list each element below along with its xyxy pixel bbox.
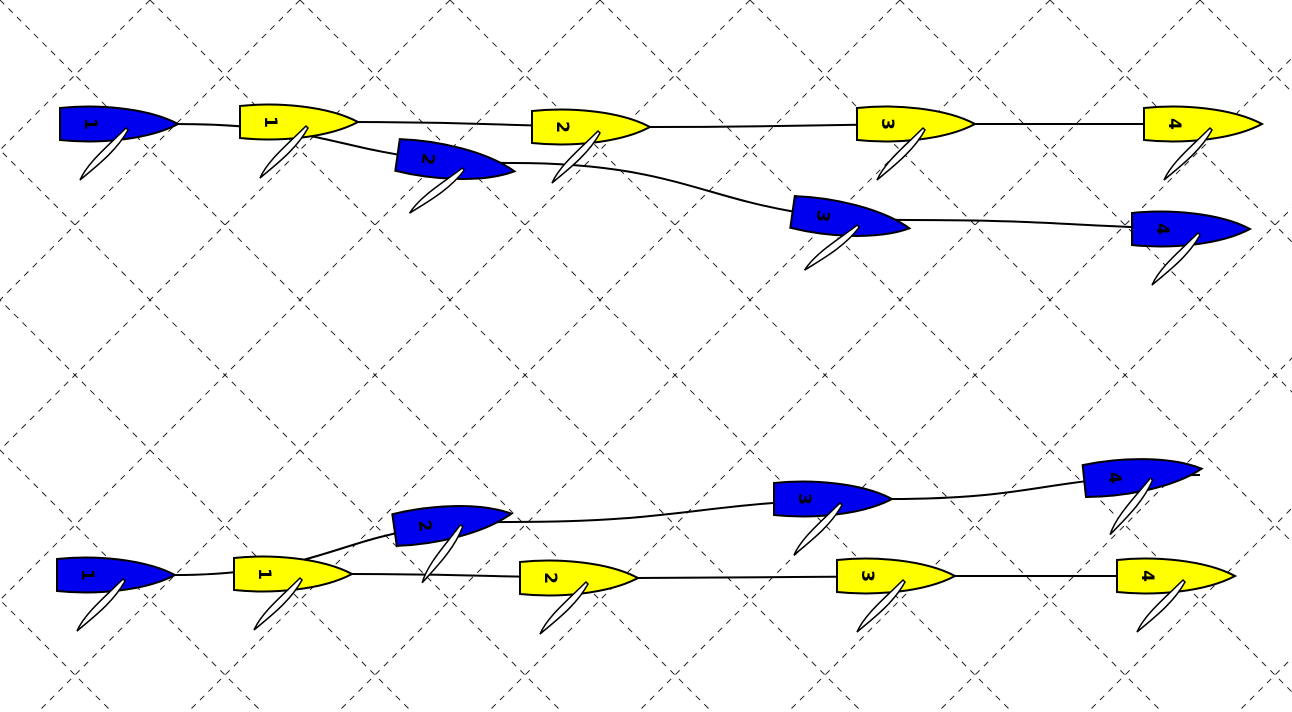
boat-hull	[773, 480, 895, 518]
boat-number: 4	[1152, 223, 1172, 235]
yellow-boat-3: 3	[856, 105, 978, 181]
yellow-boat-1: 1	[239, 103, 361, 179]
boat-number: 3	[877, 118, 897, 130]
grid-line	[0, 299, 413, 712]
boat-sail	[539, 580, 589, 635]
boat-hull	[519, 559, 641, 597]
boat-number: 2	[552, 121, 572, 133]
boat-hull	[789, 195, 912, 237]
boat-number: 2	[540, 572, 560, 584]
boat-hull	[856, 105, 978, 143]
boat-hull	[1081, 458, 1204, 498]
boat-sail	[408, 167, 466, 214]
boat-hull	[1131, 210, 1253, 248]
boat-number: 3	[812, 209, 833, 224]
grid-line	[899, 0, 1292, 393]
grid-line	[749, 0, 1292, 543]
boat-number: 1	[77, 569, 97, 581]
blue-boat-4: 4	[1081, 458, 1204, 536]
boat-hull	[391, 505, 514, 547]
boat-number: 4	[1164, 118, 1184, 130]
boat-tracks	[172, 121, 1260, 580]
yellow-boat-3: 3	[836, 557, 958, 633]
blue-boat-2: 2	[391, 505, 514, 584]
boat-hull	[836, 557, 958, 595]
blue-boat-4: 4	[1131, 210, 1253, 286]
blue-boat-1: 1	[59, 105, 181, 181]
blue-boat-1: 1	[56, 556, 178, 632]
boat-track	[172, 474, 1201, 576]
boat-sail	[1151, 231, 1201, 286]
grid-line	[0, 449, 263, 712]
boat-sail	[856, 578, 906, 633]
yellow-boat-2: 2	[519, 559, 641, 635]
boat-number: 3	[794, 493, 814, 505]
boat-sail	[76, 577, 126, 632]
boat-sail	[793, 501, 843, 556]
boat-number: 1	[254, 568, 274, 580]
grid-line	[337, 0, 1051, 712]
grid-line	[487, 0, 1201, 712]
boat-sail	[1136, 578, 1186, 633]
grid-line	[1199, 0, 1292, 93]
boat-hull	[1116, 557, 1238, 595]
boat-sail	[803, 224, 861, 271]
boat-track	[355, 121, 1260, 129]
grid-line	[1237, 657, 1292, 712]
blue-boat-2: 2	[394, 138, 517, 214]
boat-hull	[1143, 105, 1265, 143]
blue-boat-3: 3	[773, 480, 895, 556]
boat-track	[175, 123, 1249, 230]
boat-track	[349, 573, 1233, 580]
boat-sail	[421, 523, 464, 584]
boat-sail	[253, 576, 303, 631]
blue-boat-3: 3	[789, 195, 912, 271]
yellow-boat-4: 4	[1143, 105, 1265, 181]
boat-sail	[79, 126, 129, 181]
grid-line	[37, 0, 751, 712]
boat-number: 2	[417, 152, 438, 167]
boat-number: 1	[260, 116, 280, 128]
boat-hull	[531, 108, 653, 146]
yellow-boat-1: 1	[233, 555, 355, 631]
boat-hull	[394, 138, 517, 180]
boat-hull	[56, 556, 178, 594]
boat-number: 2	[414, 519, 435, 534]
boat-sail	[551, 129, 601, 184]
boat-hull	[59, 105, 181, 143]
boat-sail	[1163, 126, 1213, 181]
grid-line	[449, 0, 1163, 712]
boats-layer: 1 1 2 2 3 3 4 4 1 1 2 2 3 3 4 4	[56, 103, 1265, 635]
boat-sail	[259, 124, 309, 179]
boat-sail	[876, 126, 926, 181]
boat-hull	[233, 555, 355, 593]
boat-number: 3	[857, 570, 877, 582]
grid-line	[937, 357, 1292, 712]
boat-number: 4	[1104, 471, 1125, 485]
boat-sail	[1109, 477, 1154, 536]
boat-hull	[239, 103, 361, 141]
yellow-boat-2: 2	[531, 108, 653, 184]
yellow-boat-4: 4	[1116, 557, 1238, 633]
boat-number: 1	[80, 118, 100, 130]
boat-number: 4	[1137, 570, 1157, 582]
